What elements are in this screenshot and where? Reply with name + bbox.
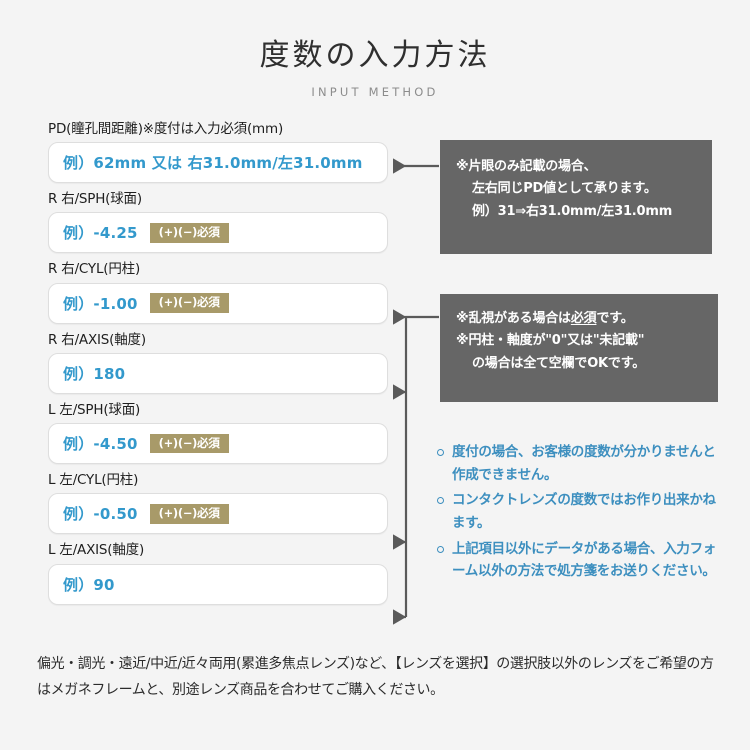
field-group-r-cyl: R 右/CYL(円柱) 例）-1.00 (+)(−)必須 bbox=[48, 260, 388, 324]
note-cyl-line1: ※乱視がある場合は必須です。 bbox=[456, 308, 718, 330]
note-cyl-line2: ※円柱・軸度が"0"又は"未記載" bbox=[456, 333, 645, 349]
label-r-sph: R 右/SPH(球面) bbox=[48, 191, 142, 208]
badge-required-r-cyl: (+)(−)必須 bbox=[149, 293, 229, 313]
list-item: 上記項目以外にデータがある場合、入力フォーム以外の方法で処方箋をお送りください。 bbox=[437, 538, 727, 583]
label-pd: PD(瞳孔間距離)※度付は入力必須(mm) bbox=[48, 121, 284, 137]
note-cyl-line1-suffix: です。 bbox=[596, 311, 634, 326]
note-box-pd: ※片眼のみ記載の場合、 左右同じPD値として承ります。 例）31⇒右31.0mm… bbox=[440, 140, 712, 254]
field-group-r-axis: R 右/AXIS(軸度) 例）180 bbox=[48, 331, 388, 394]
placeholder-l-axis: 例）90 bbox=[63, 575, 115, 594]
input-r-axis[interactable]: 例）180 bbox=[48, 352, 388, 394]
input-r-cyl[interactable]: 例）-1.00 (+)(−)必須 bbox=[48, 282, 388, 324]
note-pd-line2: 左右同じPD値として承ります。 bbox=[472, 181, 657, 197]
page-subtitle: INPUT METHOD bbox=[311, 85, 439, 99]
circle-bullet-icon bbox=[437, 497, 444, 505]
note-box-cyl: ※乱視がある場合は必須です。 ※円柱・軸度が"0"又は"未記載" の場合は全て空… bbox=[440, 294, 718, 402]
placeholder-r-cyl: 例）-1.00 bbox=[63, 294, 138, 313]
prescription-form: PD(瞳孔間距離)※度付は入力必須(mm) 例）62mm 又は 右31.0mm/… bbox=[48, 120, 388, 612]
bottom-note: 偏光・調光・遠近/中近/近々両用(累進多焦点レンズ)など、【レンズを選択】の選択… bbox=[37, 656, 714, 698]
placeholder-l-cyl: 例）-0.50 bbox=[63, 505, 138, 524]
note-pd-line3: 例）31⇒右31.0mm/左31.0mm bbox=[472, 203, 673, 219]
note-pd-line1: ※片眼のみ記載の場合、 bbox=[456, 159, 597, 174]
input-l-sph[interactable]: 例）-4.50 (+)(−)必須 bbox=[48, 423, 388, 465]
caution-list: 度付の場合、お客様の度数が分かりませんと作成できません。 コンタクトレンズの度数… bbox=[437, 441, 727, 586]
page-header: 度数の入力方法 INPUT METHOD bbox=[0, 38, 750, 99]
badge-required-l-cyl: (+)(−)必須 bbox=[149, 503, 229, 524]
label-l-axis: L 左/AXIS(軸度) bbox=[48, 542, 145, 559]
placeholder-l-sph: 例）-4.50 bbox=[63, 435, 138, 454]
label-l-sph: L 左/SPH(球面) bbox=[48, 401, 141, 418]
placeholder-r-axis: 例）180 bbox=[63, 364, 126, 383]
badge-required-r-sph: (+)(−)必須 bbox=[149, 223, 229, 243]
input-l-axis[interactable]: 例）90 bbox=[48, 563, 388, 605]
note-cyl-line1-underline: 必須 bbox=[570, 311, 597, 326]
input-pd[interactable]: 例）62mm 又は 右31.0mm/左31.0mm bbox=[48, 142, 388, 184]
note-cyl-line3: の場合は全て空欄でOKです。 bbox=[472, 355, 646, 371]
list-item: 度付の場合、お客様の度数が分かりませんと作成できません。 bbox=[437, 441, 727, 486]
input-r-sph[interactable]: 例）-4.25 (+)(−)必須 bbox=[48, 212, 388, 254]
list-item: コンタクトレンズの度数ではお作り出来かねます。 bbox=[437, 489, 727, 534]
field-group-l-cyl: L 左/CYL(円柱) 例）-0.50 (+)(−)必須 bbox=[48, 471, 388, 535]
label-l-cyl: L 左/CYL(円柱) bbox=[48, 472, 139, 489]
placeholder-pd: 例）62mm 又は 右31.0mm/左31.0mm bbox=[63, 154, 363, 173]
note-cyl-line1-prefix: ※乱視がある場合は bbox=[456, 311, 571, 326]
field-group-l-axis: L 左/AXIS(軸度) 例）90 bbox=[48, 541, 388, 605]
input-l-cyl[interactable]: 例）-0.50 (+)(−)必須 bbox=[48, 493, 388, 535]
badge-required-l-sph: (+)(−)必須 bbox=[149, 433, 229, 454]
label-r-cyl: R 右/CYL(円柱) bbox=[48, 261, 141, 278]
list-item-text: 度付の場合、お客様の度数が分かりませんと作成できません。 bbox=[452, 444, 716, 483]
circle-bullet-icon bbox=[437, 449, 444, 456]
circle-bullet-icon bbox=[437, 545, 444, 553]
placeholder-r-sph: 例）-4.25 bbox=[63, 224, 138, 243]
field-group-r-sph: R 右/SPH(球面) 例）-4.25 (+)(−)必須 bbox=[48, 190, 388, 254]
label-r-axis: R 右/AXIS(軸度) bbox=[48, 331, 146, 348]
list-item-text: 上記項目以外にデータがある場合、入力フォーム以外の方法で処方箋をお送りください。 bbox=[452, 540, 716, 580]
list-item-text: コンタクトレンズの度数ではお作り出来かねます。 bbox=[452, 492, 716, 532]
field-group-pd: PD(瞳孔間距離)※度付は入力必須(mm) 例）62mm 又は 右31.0mm/… bbox=[48, 120, 388, 184]
page-title: 度数の入力方法 bbox=[259, 38, 491, 73]
field-group-l-sph: L 左/SPH(球面) 例）-4.50 (+)(−)必須 bbox=[48, 401, 388, 465]
